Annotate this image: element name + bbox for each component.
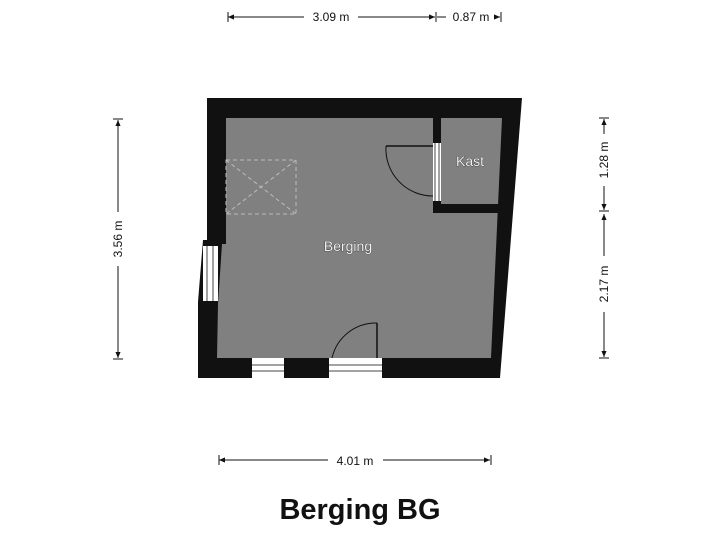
dimension-top-closet: 0.87 m (437, 10, 502, 24)
room-label-kast: Kast (456, 153, 484, 169)
page-title: Berging BG (279, 494, 441, 526)
dimension-bottom: 4.01 m (218, 454, 492, 468)
dimension-left: 3.56 m (111, 118, 125, 360)
dimension-label-bottom: 4.01 m (337, 454, 374, 468)
dimension-label-right-lower: 2.17 m (597, 266, 611, 303)
dimension-top-main: 3.09 m (227, 10, 437, 24)
dimension-right-lower: 2.17 m (597, 214, 611, 359)
door-closet (385, 143, 441, 201)
window-left (203, 246, 218, 301)
door-bottom (329, 322, 382, 378)
room-label-berging: Berging (324, 238, 372, 254)
closet-wall-bottom (433, 204, 499, 213)
roof-hatch (225, 159, 297, 215)
floor-area (217, 118, 502, 358)
dimension-label-left: 3.56 m (111, 221, 125, 258)
window-bottom (252, 358, 284, 378)
dimension-right-upper: 1.28 m (597, 117, 611, 212)
dimension-label-right-upper: 1.28 m (597, 142, 611, 179)
dimension-label-top-closet: 0.87 m (453, 10, 490, 24)
dimension-label-top-main: 3.09 m (313, 10, 350, 24)
